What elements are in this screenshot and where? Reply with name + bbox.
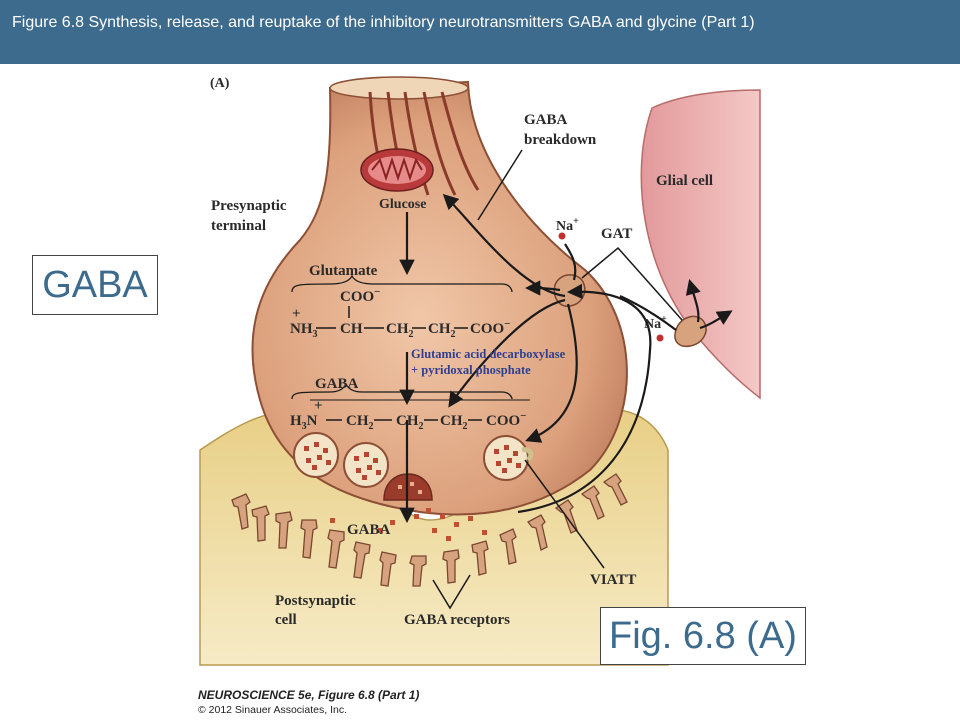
presynaptic-label-1: Presynaptic (211, 198, 287, 214)
glutamate-brace (291, 274, 513, 293)
postsynaptic-label-1: Postsynaptic (275, 593, 356, 609)
glutamate-label: Glutamate (309, 263, 378, 279)
gat-transporter-glial (674, 315, 707, 348)
cleft-gaba-label: GABA (347, 522, 391, 538)
gaba-receptors (231, 473, 628, 587)
gaba-breakdown-label-1: GABA (524, 112, 568, 128)
synaptic-vesicle-2 (343, 442, 389, 488)
glucose-label: Glucose (379, 197, 426, 212)
glutamate-formula: NH3 CH CH2 CH2 COO− (290, 318, 510, 340)
leader-lines (310, 149, 683, 610)
sodium-ion-icon (656, 334, 664, 342)
gaba-plus: + (314, 398, 323, 414)
svg-text:CH2: CH2 (396, 413, 424, 432)
figure-callout-text: Fig. 6.8 (A) (609, 614, 797, 657)
glial-cell (640, 89, 761, 400)
synaptic-vesicle-1 (293, 432, 339, 478)
mitochondrion-icon (360, 148, 434, 192)
axon-cut-face (329, 76, 469, 100)
gaba-breakdown-label-2: breakdown (524, 132, 597, 148)
presynaptic-terminal (251, 80, 628, 516)
pathway-arrows (399, 193, 733, 524)
sodium-ion-icon (558, 232, 566, 240)
glial-cell-label: Glial cell (656, 173, 713, 189)
svg-text:H3N: H3N (290, 413, 318, 432)
microtubules (368, 91, 480, 196)
svg-text:CH2: CH2 (346, 413, 374, 432)
svg-text:CH2: CH2 (440, 413, 468, 432)
postsynaptic-label-2: cell (275, 612, 297, 628)
gaba-label: GABA (315, 376, 359, 392)
gaba-callout-text: GABA (42, 263, 148, 306)
slide-header: Figure 6.8 Synthesis, release, and reupt… (0, 0, 960, 64)
sodium-label-2: Na+ (644, 314, 667, 332)
synaptic-vesicle-3 (483, 435, 534, 481)
gaba-brace (291, 382, 513, 400)
figure-callout-box: Fig. 6.8 (A) (600, 607, 806, 665)
svg-text:CH2: CH2 (386, 321, 414, 340)
figure-credit: NEUROSCIENCE 5e, Figure 6.8 (Part 1) © 2… (198, 688, 419, 716)
sodium-label-1: Na+ (556, 216, 579, 234)
svg-text:CH2: CH2 (428, 321, 456, 340)
viatt-label: VIATT (590, 572, 636, 588)
svg-text:CH: CH (340, 321, 363, 337)
glutamate-plus: + (292, 306, 301, 322)
svg-text:NH3: NH3 (290, 321, 318, 340)
released-gaba-molecules (330, 508, 487, 541)
panel-label: (A) (210, 76, 230, 91)
gaba-receptors-label: GABA receptors (404, 612, 510, 628)
credit-line-1: NEUROSCIENCE 5e, Figure 6.8 (Part 1) (198, 688, 420, 702)
gaba-formula: H3N CH2 CH2 CH2 COO− (290, 410, 526, 432)
glutamate-carboxyl: COO− (340, 286, 380, 305)
svg-text:COO−: COO− (486, 410, 526, 429)
credit-line-2: © 2012 Sinauer Associates, Inc. (198, 704, 347, 716)
gaba-callout-box: GABA (32, 255, 158, 315)
enzyme-label-1: Glutamic acid decarboxylase (411, 347, 566, 361)
enzyme-label-2: + pyridoxal phosphate (411, 363, 531, 377)
slide-title: Figure 6.8 Synthesis, release, and reupt… (12, 14, 755, 31)
svg-text:COO−: COO− (470, 318, 510, 337)
gat-label: GAT (601, 226, 632, 242)
presynaptic-label-2: terminal (211, 218, 266, 234)
